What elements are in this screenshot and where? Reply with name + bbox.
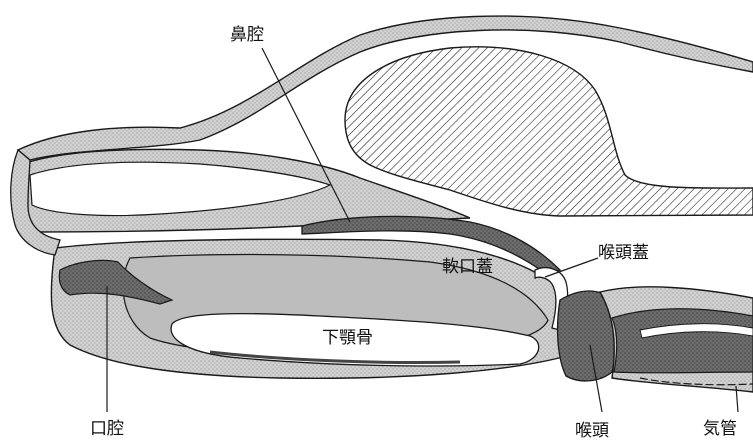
label-nasal-cavity: 鼻腔 xyxy=(230,25,264,45)
label-larynx: 喉頭 xyxy=(575,421,609,441)
label-mandible: 下顎骨 xyxy=(322,328,373,348)
label-trachea: 気管 xyxy=(703,419,737,439)
brain-hatched-region xyxy=(345,47,753,216)
trachea-dark-lumen xyxy=(612,309,753,373)
label-epiglottis: 喉頭蓋 xyxy=(598,243,649,263)
label-soft-palate: 軟口蓋 xyxy=(442,257,493,277)
label-oral-cavity: 口腔 xyxy=(90,419,124,439)
